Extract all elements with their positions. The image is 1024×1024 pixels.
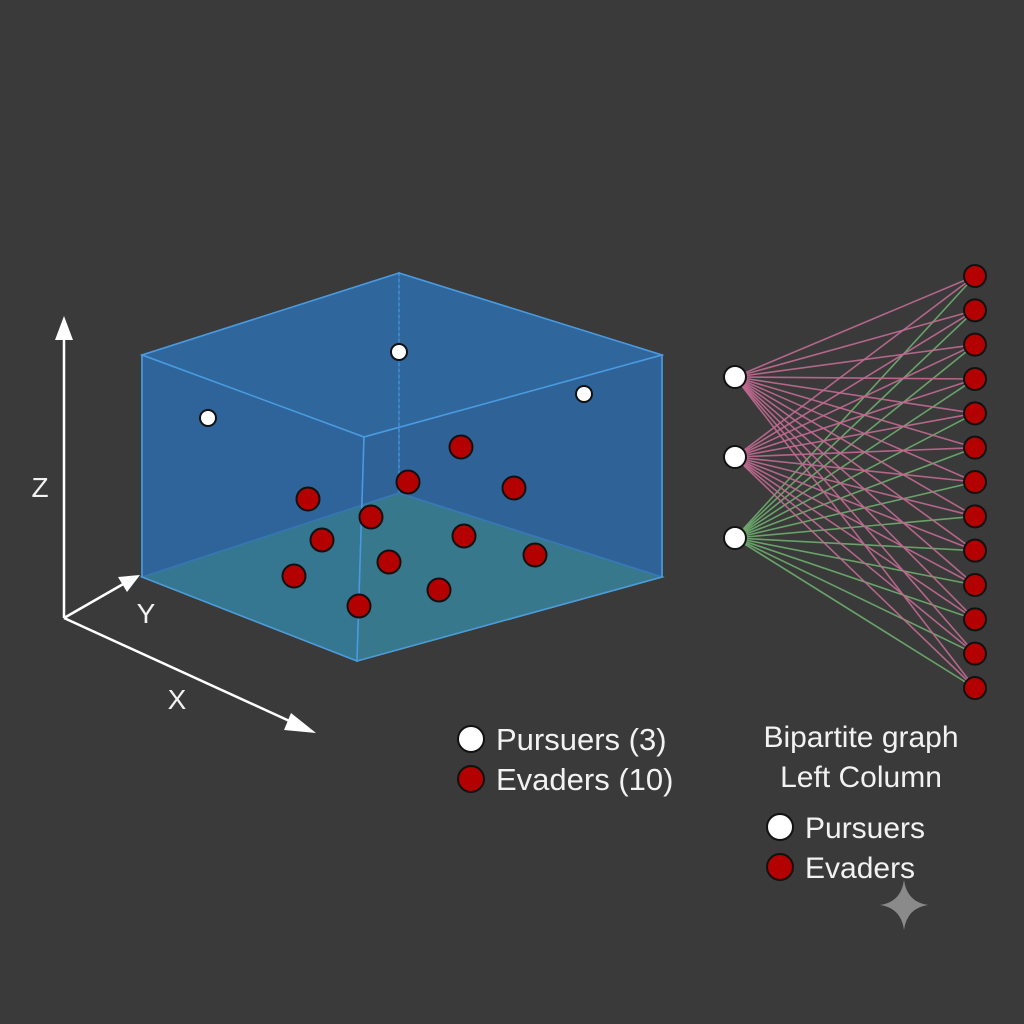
bipartite-edge — [734, 481, 976, 539]
bipartite-evader-node — [963, 264, 987, 288]
bipartite-edge — [734, 309, 976, 539]
scene-legend: Pursuers (3) Evaders (10) — [457, 722, 673, 797]
bipartite-edge — [734, 275, 976, 378]
sparkle-icon — [880, 880, 928, 930]
evader-marker — [309, 527, 335, 553]
bipartite-edge — [734, 515, 976, 539]
bipartite-edge — [734, 376, 976, 689]
bipartite-edge — [734, 344, 976, 539]
bipartite-evader-node — [963, 401, 987, 426]
evader-marker — [501, 475, 527, 501]
legend-evaders-label: Evaders (10) — [496, 762, 673, 797]
bipartite-legend-evaders-label: Evaders — [805, 852, 915, 885]
bipartite-pursuer-node — [723, 365, 747, 389]
bipartite-edge — [734, 376, 976, 586]
bipartite-legend-pursuer-swatch — [766, 813, 794, 841]
evader-marker — [358, 504, 384, 530]
bipartite-legend: Bipartite graph Left Column Pursuers Eva… — [763, 721, 958, 885]
bipartite-evader-node — [963, 332, 987, 357]
z-axis-arrowhead — [55, 316, 73, 340]
bipartite-edge — [734, 376, 976, 518]
bipartite-edge — [734, 309, 976, 458]
bipartite-edge — [734, 456, 976, 586]
bipartite-edge — [734, 412, 976, 539]
bipartite-evader-node — [963, 573, 987, 597]
bipartite-edge — [734, 456, 976, 620]
bipartite-edges — [734, 275, 976, 689]
x-axis-line — [63, 616, 297, 726]
bipartite-evader-node — [963, 676, 987, 700]
scene-markers — [199, 343, 593, 619]
bipartite-edge — [734, 446, 976, 539]
evader-marker — [346, 593, 372, 619]
bipartite-edge — [734, 309, 976, 378]
bipartite-title: Bipartite graph — [763, 721, 958, 754]
bipartite-right-column — [963, 264, 987, 700]
bipartite-graph — [723, 264, 987, 700]
bipartite-edge — [734, 376, 976, 552]
legend-pursuers-label: Pursuers (3) — [496, 722, 667, 757]
bipartite-legend-pursuers-label: Pursuers — [805, 812, 925, 845]
pursuer-marker — [575, 385, 593, 403]
bipartite-pursuer-node — [723, 526, 747, 550]
bipartite-edge — [734, 456, 976, 655]
bipartite-evader-node — [963, 538, 987, 563]
bounding-box — [139, 271, 665, 663]
z-axis-label: Z — [31, 472, 48, 503]
bipartite-edge — [734, 343, 976, 378]
x-axis-label: X — [168, 684, 187, 715]
bipartite-evader-node — [963, 470, 987, 494]
bipartite-edge — [734, 456, 976, 518]
bipartite-edge — [734, 343, 976, 458]
bipartite-edge — [734, 456, 976, 689]
bipartite-left-column — [723, 365, 747, 550]
bipartite-evader-node — [963, 641, 987, 666]
evader-marker — [395, 469, 421, 495]
bipartite-subtitle: Left Column — [780, 761, 942, 794]
axes: Z Y X — [31, 316, 316, 733]
bipartite-edge — [734, 537, 976, 552]
bipartite-edge — [734, 376, 976, 415]
evader-marker — [295, 486, 321, 512]
evader-marker — [448, 434, 474, 460]
bipartite-edge — [734, 376, 976, 449]
x-axis-arrowhead — [284, 713, 316, 733]
bipartite-edge — [734, 378, 976, 539]
bipartite-evader-node — [963, 298, 987, 323]
y-axis-line — [63, 581, 126, 620]
evader-marker — [451, 523, 477, 549]
bipartite-edge — [734, 376, 976, 655]
evader-marker — [522, 542, 548, 568]
pursuer-marker — [390, 343, 408, 361]
bipartite-edge — [734, 376, 976, 483]
evader-marker — [281, 563, 307, 589]
evader-marker — [426, 577, 452, 603]
evader-marker — [376, 549, 402, 575]
bipartite-evader-node — [963, 504, 987, 529]
legend-pursuer-swatch — [457, 725, 485, 753]
bipartite-evader-node — [963, 607, 987, 632]
bipartite-edge — [734, 446, 976, 458]
y-axis-arrowhead — [118, 575, 140, 592]
legend-evader-swatch — [457, 765, 485, 793]
bipartite-edge — [734, 412, 976, 458]
bipartite-edge — [734, 456, 976, 483]
bipartite-legend-evader-swatch — [766, 853, 794, 881]
bipartite-evader-node — [963, 435, 987, 460]
bipartite-edge — [734, 537, 976, 655]
bipartite-evader-node — [963, 367, 987, 391]
bipartite-edge — [734, 376, 976, 380]
bipartite-edge — [734, 275, 976, 539]
y-axis-label: Y — [137, 598, 156, 629]
bipartite-edge — [734, 537, 976, 621]
bipartite-edge — [734, 456, 976, 552]
pursuer-marker — [199, 409, 217, 427]
bipartite-edge — [734, 378, 976, 458]
bipartite-edge — [734, 275, 976, 458]
bipartite-edge — [734, 537, 976, 586]
bipartite-pursuer-node — [723, 445, 747, 469]
bipartite-edge — [734, 376, 976, 620]
bipartite-edge — [734, 537, 976, 689]
